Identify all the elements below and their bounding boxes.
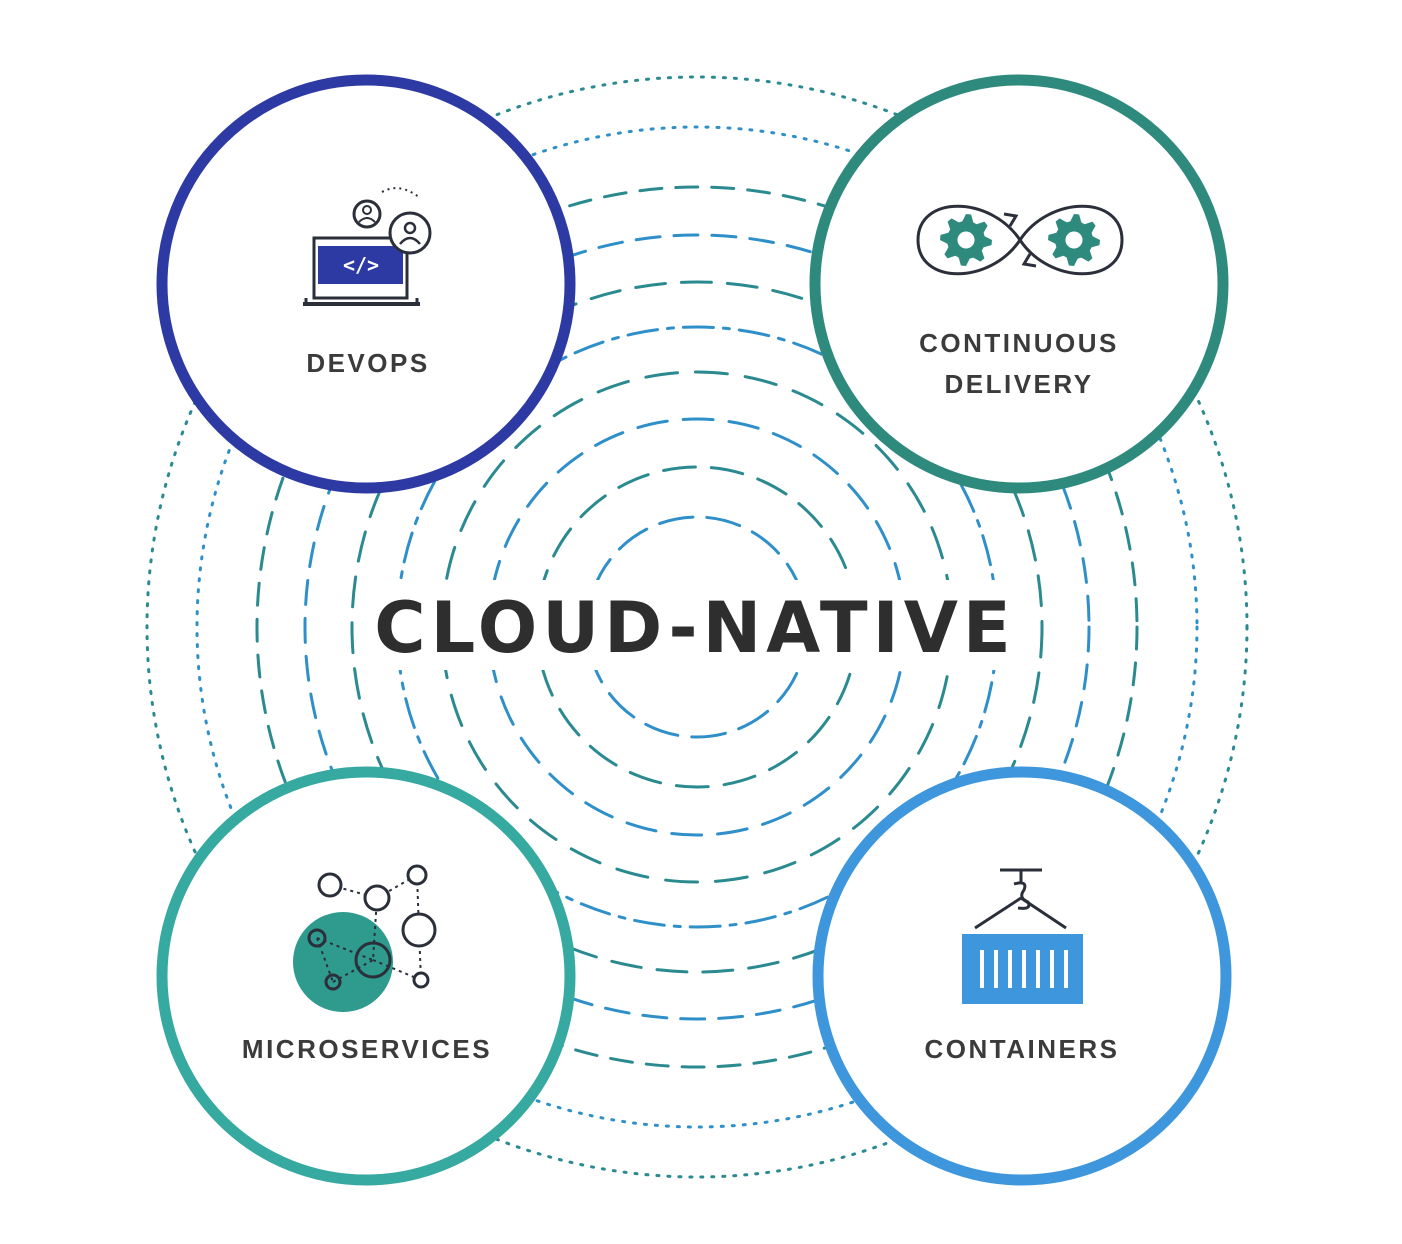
node-microservices[interactable]: MICROSERVICES (156, 766, 576, 1186)
dashed-ring (303, 233, 1091, 1021)
node-containers[interactable]: CONTAINERS (812, 766, 1232, 1186)
gears-infinity-loop-icon (916, 204, 1124, 276)
node-continuous-delivery-label-2: DELIVERY (944, 369, 1093, 399)
center-title-backdrop (370, 580, 1020, 670)
gear-left-icon (940, 214, 992, 266)
laptop-code-people-icon: </> (303, 187, 432, 306)
dashed-ring (145, 75, 1249, 1179)
node-continuous-delivery-label-1: CONTINUOUS (919, 328, 1119, 358)
node-containers-label: CONTAINERS (925, 1034, 1120, 1064)
node-devops[interactable]: </> DEVOPS (156, 74, 576, 494)
svg-text:</>: </> (343, 253, 379, 277)
node-microservices-label: MICROSERVICES (242, 1034, 492, 1064)
node-continuous-delivery[interactable]: CONTINUOUS DELIVERY (809, 74, 1229, 494)
node-devops-label: DEVOPS (306, 348, 429, 378)
center-title: CLOUD-NATIVE (374, 587, 1015, 669)
dashed-ring (255, 185, 1139, 1069)
concentric-dashed-rings (145, 75, 1249, 1179)
gear-right-icon (1048, 214, 1100, 266)
shipping-container-crane-icon (962, 868, 1083, 1004)
dashed-ring (195, 125, 1199, 1129)
network-nodes-icon (293, 864, 437, 1012)
node-continuous-delivery-circle (809, 74, 1229, 494)
dashed-ring (350, 280, 1044, 974)
